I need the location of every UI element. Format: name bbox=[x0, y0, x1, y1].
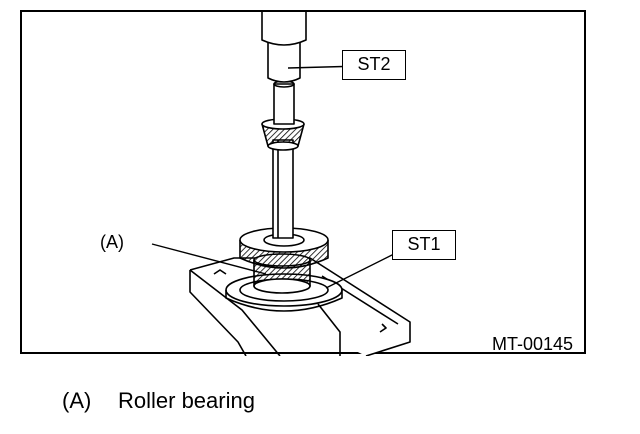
caption-key: (A) bbox=[62, 388, 92, 413]
figure-code: MT-00145 bbox=[492, 334, 574, 354]
st2-tool bbox=[261, 12, 307, 125]
press-illustration bbox=[151, 12, 415, 356]
callout-st2: ST2 bbox=[342, 50, 406, 80]
shaft bbox=[272, 139, 294, 239]
caption: (A) Roller bearing bbox=[62, 388, 255, 414]
drive-gear bbox=[239, 227, 329, 269]
figure-frame: ST2 ST1 (A) MT-00145 bbox=[20, 10, 586, 356]
callout-a: (A) bbox=[100, 232, 124, 252]
caption-text: Roller bearing bbox=[118, 388, 255, 413]
callout-st1: ST1 bbox=[392, 230, 456, 260]
